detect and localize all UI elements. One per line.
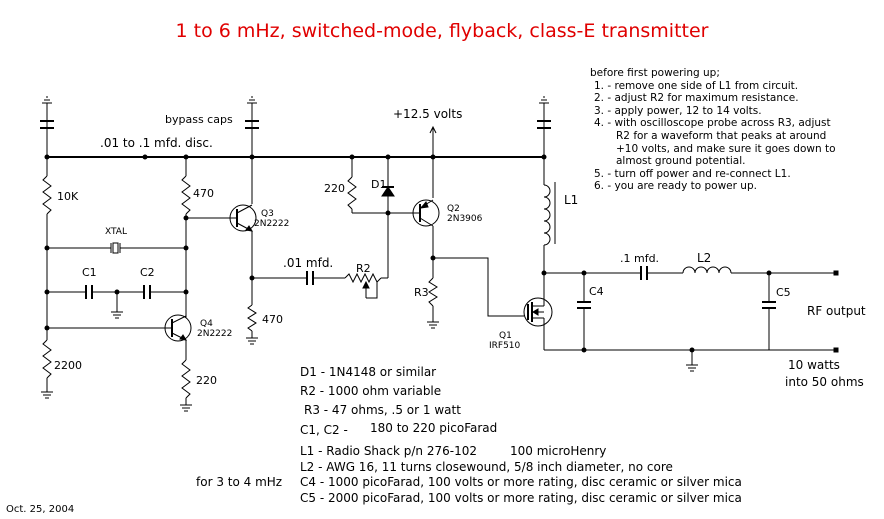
l2-symbol bbox=[682, 266, 732, 274]
ground-r3 bbox=[427, 321, 439, 329]
label-r-10k: 10K bbox=[57, 190, 79, 203]
label-power-1: 10 watts bbox=[788, 358, 840, 372]
instructions-heading: before first powering up; bbox=[590, 67, 720, 79]
ground-output bbox=[686, 364, 698, 372]
q1-symbol bbox=[523, 297, 553, 327]
part-r2: R2 - 1000 ohm variable bbox=[300, 384, 442, 398]
bypass-cap-right bbox=[537, 96, 551, 157]
instruction-step: 1. - remove one side of L1 from circuit. bbox=[594, 79, 799, 92]
label-c2: C2 bbox=[140, 266, 155, 279]
q4-symbol bbox=[164, 314, 192, 342]
instruction-step: 2. - adjust R2 for maximum resistance. bbox=[594, 92, 799, 105]
coupling-cap-symbol bbox=[306, 271, 314, 285]
label-q1: Q1 bbox=[499, 331, 512, 341]
instruction-step: 6. - you are ready to power up. bbox=[594, 180, 757, 193]
label-q4-part: 2N2222 bbox=[197, 329, 233, 339]
r-2200 bbox=[42, 339, 52, 379]
r3-symbol bbox=[428, 277, 438, 307]
label-r2: R2 bbox=[356, 262, 371, 275]
label-r-220-left: 220 bbox=[324, 182, 345, 195]
q2-symbol bbox=[412, 199, 440, 227]
label-l2: L2 bbox=[697, 251, 712, 265]
part-c1c2-name: C1, C2 - bbox=[300, 423, 348, 437]
rf-output-terminal-bottom bbox=[833, 347, 839, 353]
output-cap-symbol bbox=[640, 266, 648, 280]
label-r-470-top: 470 bbox=[193, 187, 214, 200]
instruction-step: R2 for a waveform that peaks at around bbox=[616, 129, 827, 142]
r-220-bottom bbox=[181, 359, 191, 399]
label-q2-part: 2N3906 bbox=[447, 214, 483, 224]
label-c4: C4 bbox=[589, 285, 604, 298]
part-c5: C5 - 2000 picoFarad, 100 volts or more r… bbox=[300, 491, 742, 505]
r-220-left bbox=[347, 176, 357, 210]
label-c5: C5 bbox=[776, 286, 791, 299]
label-supply: +12.5 volts bbox=[393, 107, 463, 121]
ground-q3 bbox=[246, 337, 258, 345]
label-c1: C1 bbox=[82, 266, 97, 279]
label-rf-output: RF output bbox=[807, 304, 866, 318]
label-q3: Q3 bbox=[261, 209, 274, 219]
part-c4: C4 - 1000 picoFarad, 100 volts or more r… bbox=[300, 475, 742, 489]
instructions: before first powering up; 1. - remove on… bbox=[590, 67, 836, 193]
c1-symbol bbox=[85, 285, 93, 299]
label-output-cap: .1 mfd. bbox=[620, 252, 660, 265]
label-q3-part: 2N2222 bbox=[254, 219, 290, 229]
instruction-step: almost ground potential. bbox=[616, 155, 746, 168]
c4-symbol bbox=[577, 301, 591, 309]
date-label: Oct. 25, 2004 bbox=[6, 504, 75, 515]
c2-symbol bbox=[143, 285, 151, 299]
label-bypass-caps: bypass caps bbox=[165, 113, 233, 126]
supply-terminal bbox=[429, 125, 437, 157]
label-r3: R3 bbox=[414, 286, 429, 299]
label-xtal: XTAL bbox=[105, 227, 127, 237]
instruction-step: +10 volts, and make sure it goes down to bbox=[616, 142, 836, 155]
part-d1: D1 - 1N4148 or similar bbox=[300, 365, 437, 379]
l1-symbol bbox=[543, 184, 551, 246]
label-l1: L1 bbox=[564, 193, 579, 207]
label-power-2: into 50 ohms bbox=[785, 375, 864, 389]
part-l2: L2 - AWG 16, 11 turns closewound, 5/8 in… bbox=[300, 460, 673, 474]
bypass-cap-center bbox=[245, 96, 259, 157]
xtal-symbol bbox=[110, 242, 121, 254]
q3-symbol bbox=[228, 204, 257, 232]
c5-symbol bbox=[762, 301, 776, 309]
label-r-220-bottom: 220 bbox=[196, 374, 217, 387]
label-r-2200: 2200 bbox=[54, 359, 82, 372]
instruction-step: 5. - turn off power and re-connect L1. bbox=[594, 167, 791, 180]
diagram-title: 1 to 6 mHz, switched-mode, flyback, clas… bbox=[175, 20, 709, 42]
label-d1: D1 bbox=[371, 178, 387, 191]
label-q4: Q4 bbox=[200, 319, 213, 329]
r-10k bbox=[42, 175, 52, 215]
r2-symbol bbox=[344, 272, 382, 284]
rf-output-terminal-top bbox=[833, 270, 839, 276]
r-470-bottom bbox=[247, 304, 257, 332]
r-470-top bbox=[181, 175, 191, 215]
part-l1-value: 100 microHenry bbox=[510, 444, 607, 458]
label-coupling-cap: .01 mfd. bbox=[283, 256, 334, 270]
part-r3: R3 - 47 ohms, .5 or 1 watt bbox=[304, 403, 461, 417]
label-q1-part: IRF510 bbox=[489, 341, 521, 351]
ground-c1c2 bbox=[111, 311, 123, 319]
instruction-step: 3. - apply power, 12 to 14 volts. bbox=[594, 104, 762, 117]
ground-q4 bbox=[180, 404, 192, 412]
label-r-470-bottom: 470 bbox=[262, 313, 283, 326]
instruction-step: 4. - with oscilloscope probe across R3, … bbox=[594, 117, 831, 130]
ground-left bbox=[41, 391, 53, 399]
band-note: for 3 to 4 mHz bbox=[196, 475, 283, 489]
part-c1c2-value: 180 to 220 picoFarad bbox=[370, 421, 498, 435]
part-l1: L1 - Radio Shack p/n 276-102 bbox=[300, 444, 477, 458]
label-disc-caps: .01 to .1 mfd. disc. bbox=[100, 136, 213, 150]
bypass-cap-left bbox=[40, 96, 54, 157]
label-q2: Q2 bbox=[447, 204, 460, 214]
